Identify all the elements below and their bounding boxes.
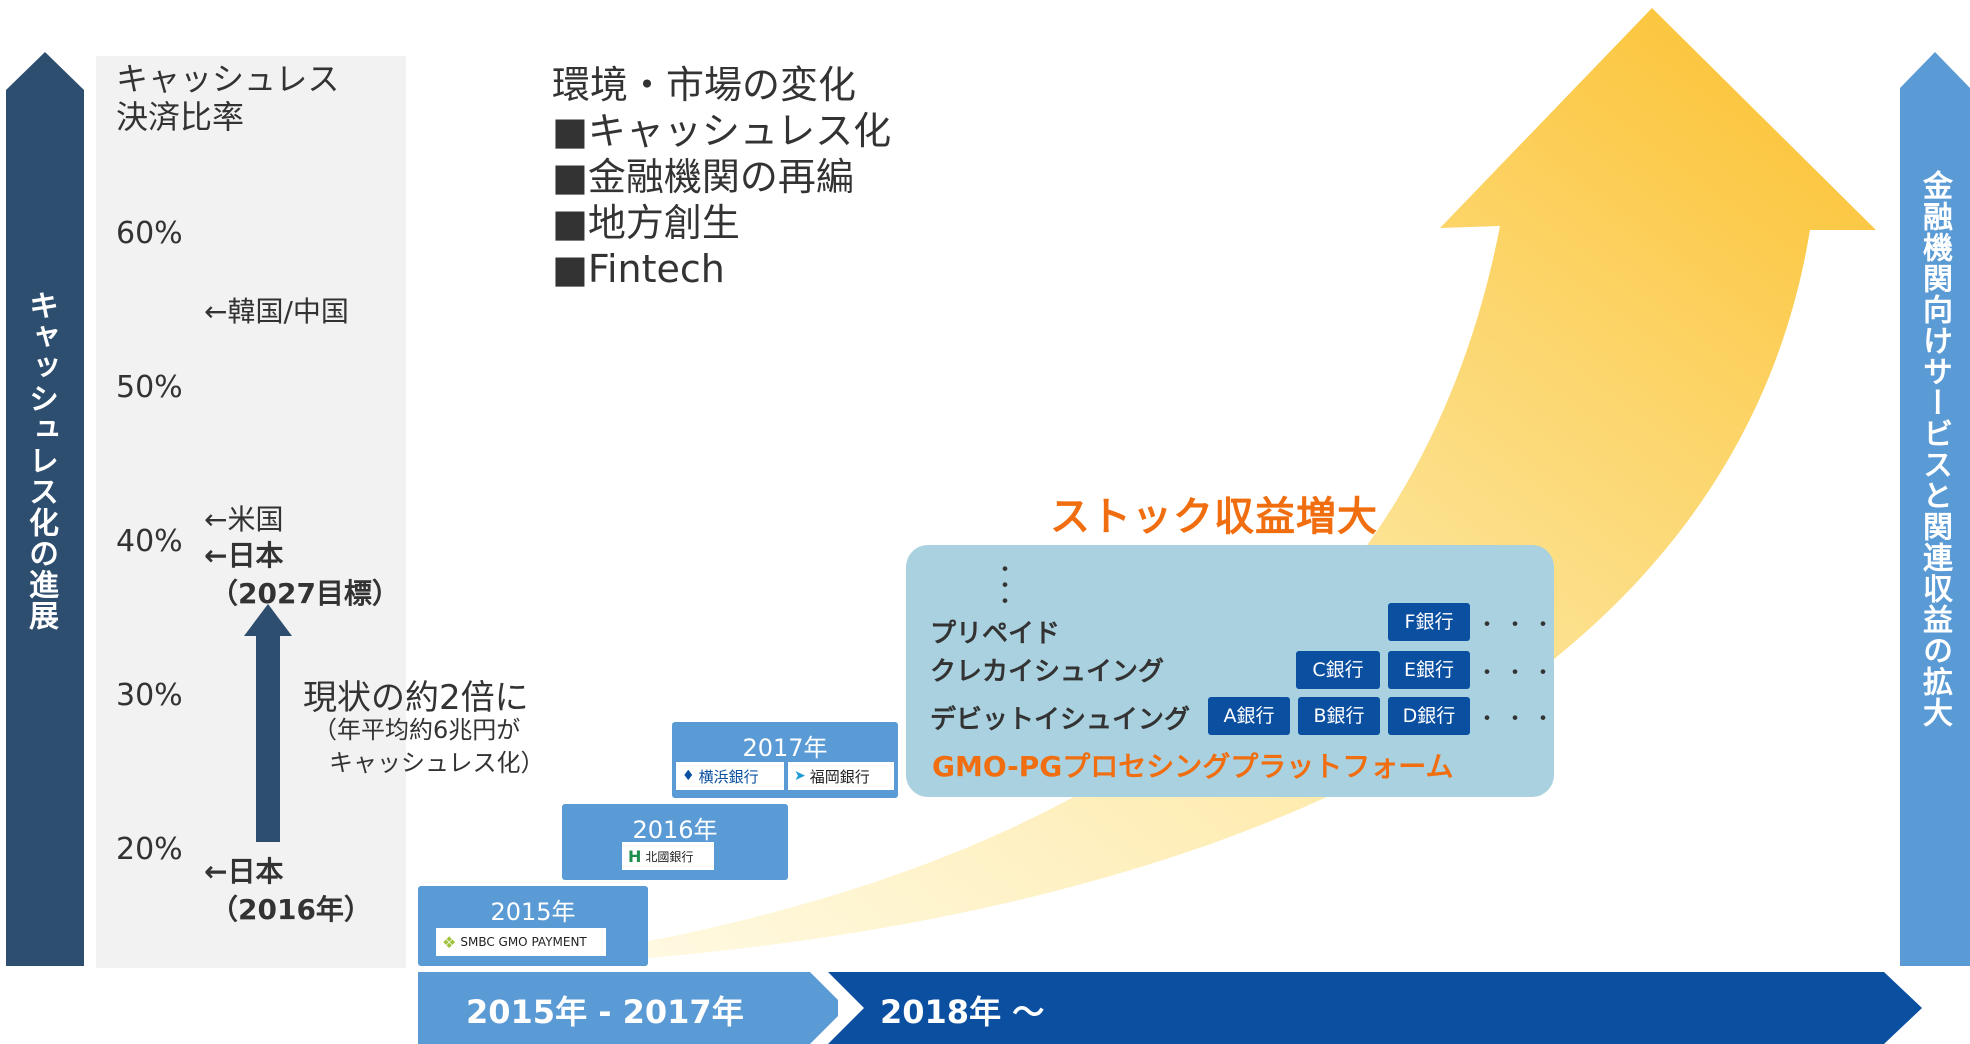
revenue-expansion-label: 金融機関向けサービスと関連収益の拡大 bbox=[1917, 170, 1952, 728]
marker-japan-target: ←日本 bbox=[204, 539, 284, 572]
tick-20: 20% bbox=[116, 832, 183, 867]
timeline-period-1: 2015年 - 2017年 bbox=[466, 993, 744, 1031]
revenue-expansion-arrow bbox=[1900, 52, 1970, 966]
fukuoka-bank-logo: ➤ 福岡銀行 bbox=[788, 762, 894, 790]
tick-60: 60% bbox=[116, 216, 183, 251]
stock-revenue-title: ストック収益増大 bbox=[1050, 494, 1378, 540]
marker-japan-now-year: （2016年） bbox=[210, 893, 372, 926]
vertical-ellipsis: ・・・ bbox=[994, 558, 1017, 615]
bank-b: B銀行 bbox=[1298, 697, 1380, 735]
cashless-progress-label: キャッシュレス化の進展 bbox=[23, 290, 58, 631]
marker-japan-target-year: （2027目標） bbox=[210, 577, 400, 610]
prepaid-ellipsis: ・・・ bbox=[1476, 613, 1561, 638]
tick-40: 40% bbox=[116, 524, 183, 559]
tick-30: 30% bbox=[116, 678, 183, 713]
year-box-2015: 2015年 ❖ SMBC GMO PAYMENT bbox=[418, 886, 648, 966]
bank-a: A銀行 bbox=[1208, 697, 1290, 735]
platform-name: GMO-PGプロセシングプラットフォーム bbox=[932, 750, 1454, 783]
bank-f: F銀行 bbox=[1388, 603, 1470, 641]
service-prepaid: プリペイド bbox=[930, 619, 1061, 649]
bank-d: D銀行 bbox=[1388, 697, 1470, 735]
timeline-bar bbox=[418, 972, 1922, 1044]
year-box-2017: 2017年 ♦ 横浜銀行 ➤ 福岡銀行 bbox=[672, 722, 898, 798]
marker-korea-china: ←韓国/中国 bbox=[204, 295, 349, 328]
year-box-2016: 2016年 H 北國銀行 bbox=[562, 804, 788, 880]
environment-item: ■キャッシュレス化 bbox=[552, 109, 892, 153]
growth-text: 現状の約2倍に bbox=[303, 678, 529, 718]
growth-up-arrow bbox=[244, 604, 292, 842]
environment-item: ■地方創生 bbox=[552, 201, 740, 245]
credit-ellipsis: ・・・ bbox=[1476, 661, 1561, 686]
bank-e: E銀行 bbox=[1388, 651, 1470, 689]
growth-note: （年平均約6兆円が キャッシュレス化） bbox=[313, 716, 545, 777]
smbc-gmo-payment-logo: ❖ SMBC GMO PAYMENT bbox=[436, 928, 606, 956]
environment-item: ■金融機関の再編 bbox=[552, 155, 854, 199]
cashless-progress-arrow bbox=[6, 52, 84, 966]
cashless-ratio-panel bbox=[96, 56, 406, 968]
marker-japan-now: ←日本 bbox=[204, 855, 284, 888]
bank-c: C銀行 bbox=[1296, 651, 1380, 689]
environment-title: 環境・市場の変化 bbox=[552, 63, 857, 107]
processing-platform-box: ・・・ プリペイド F銀行 ・・・ クレカイシュイング C銀行 E銀行 ・・・ … bbox=[906, 545, 1554, 797]
environment-item: ■Fintech bbox=[552, 247, 725, 291]
debit-ellipsis: ・・・ bbox=[1476, 707, 1561, 732]
hokkoku-bank-logo: H 北國銀行 bbox=[622, 842, 714, 870]
marker-usa: ←米国 bbox=[204, 503, 284, 536]
cashless-ratio-title: キャッシュレス 決済比率 bbox=[116, 60, 340, 136]
service-debit-issuing: デビットイシュイング bbox=[930, 705, 1191, 735]
environment-list: 環境・市場の変化 ■キャッシュレス化 ■金融機関の再編 ■地方創生 ■Finte… bbox=[552, 62, 891, 292]
timeline-period-2: 2018年 ～ bbox=[880, 993, 1045, 1031]
tick-50: 50% bbox=[116, 370, 183, 405]
yokohama-bank-logo: ♦ 横浜銀行 bbox=[676, 762, 784, 790]
service-credit-issuing: クレカイシュイング bbox=[930, 657, 1165, 687]
